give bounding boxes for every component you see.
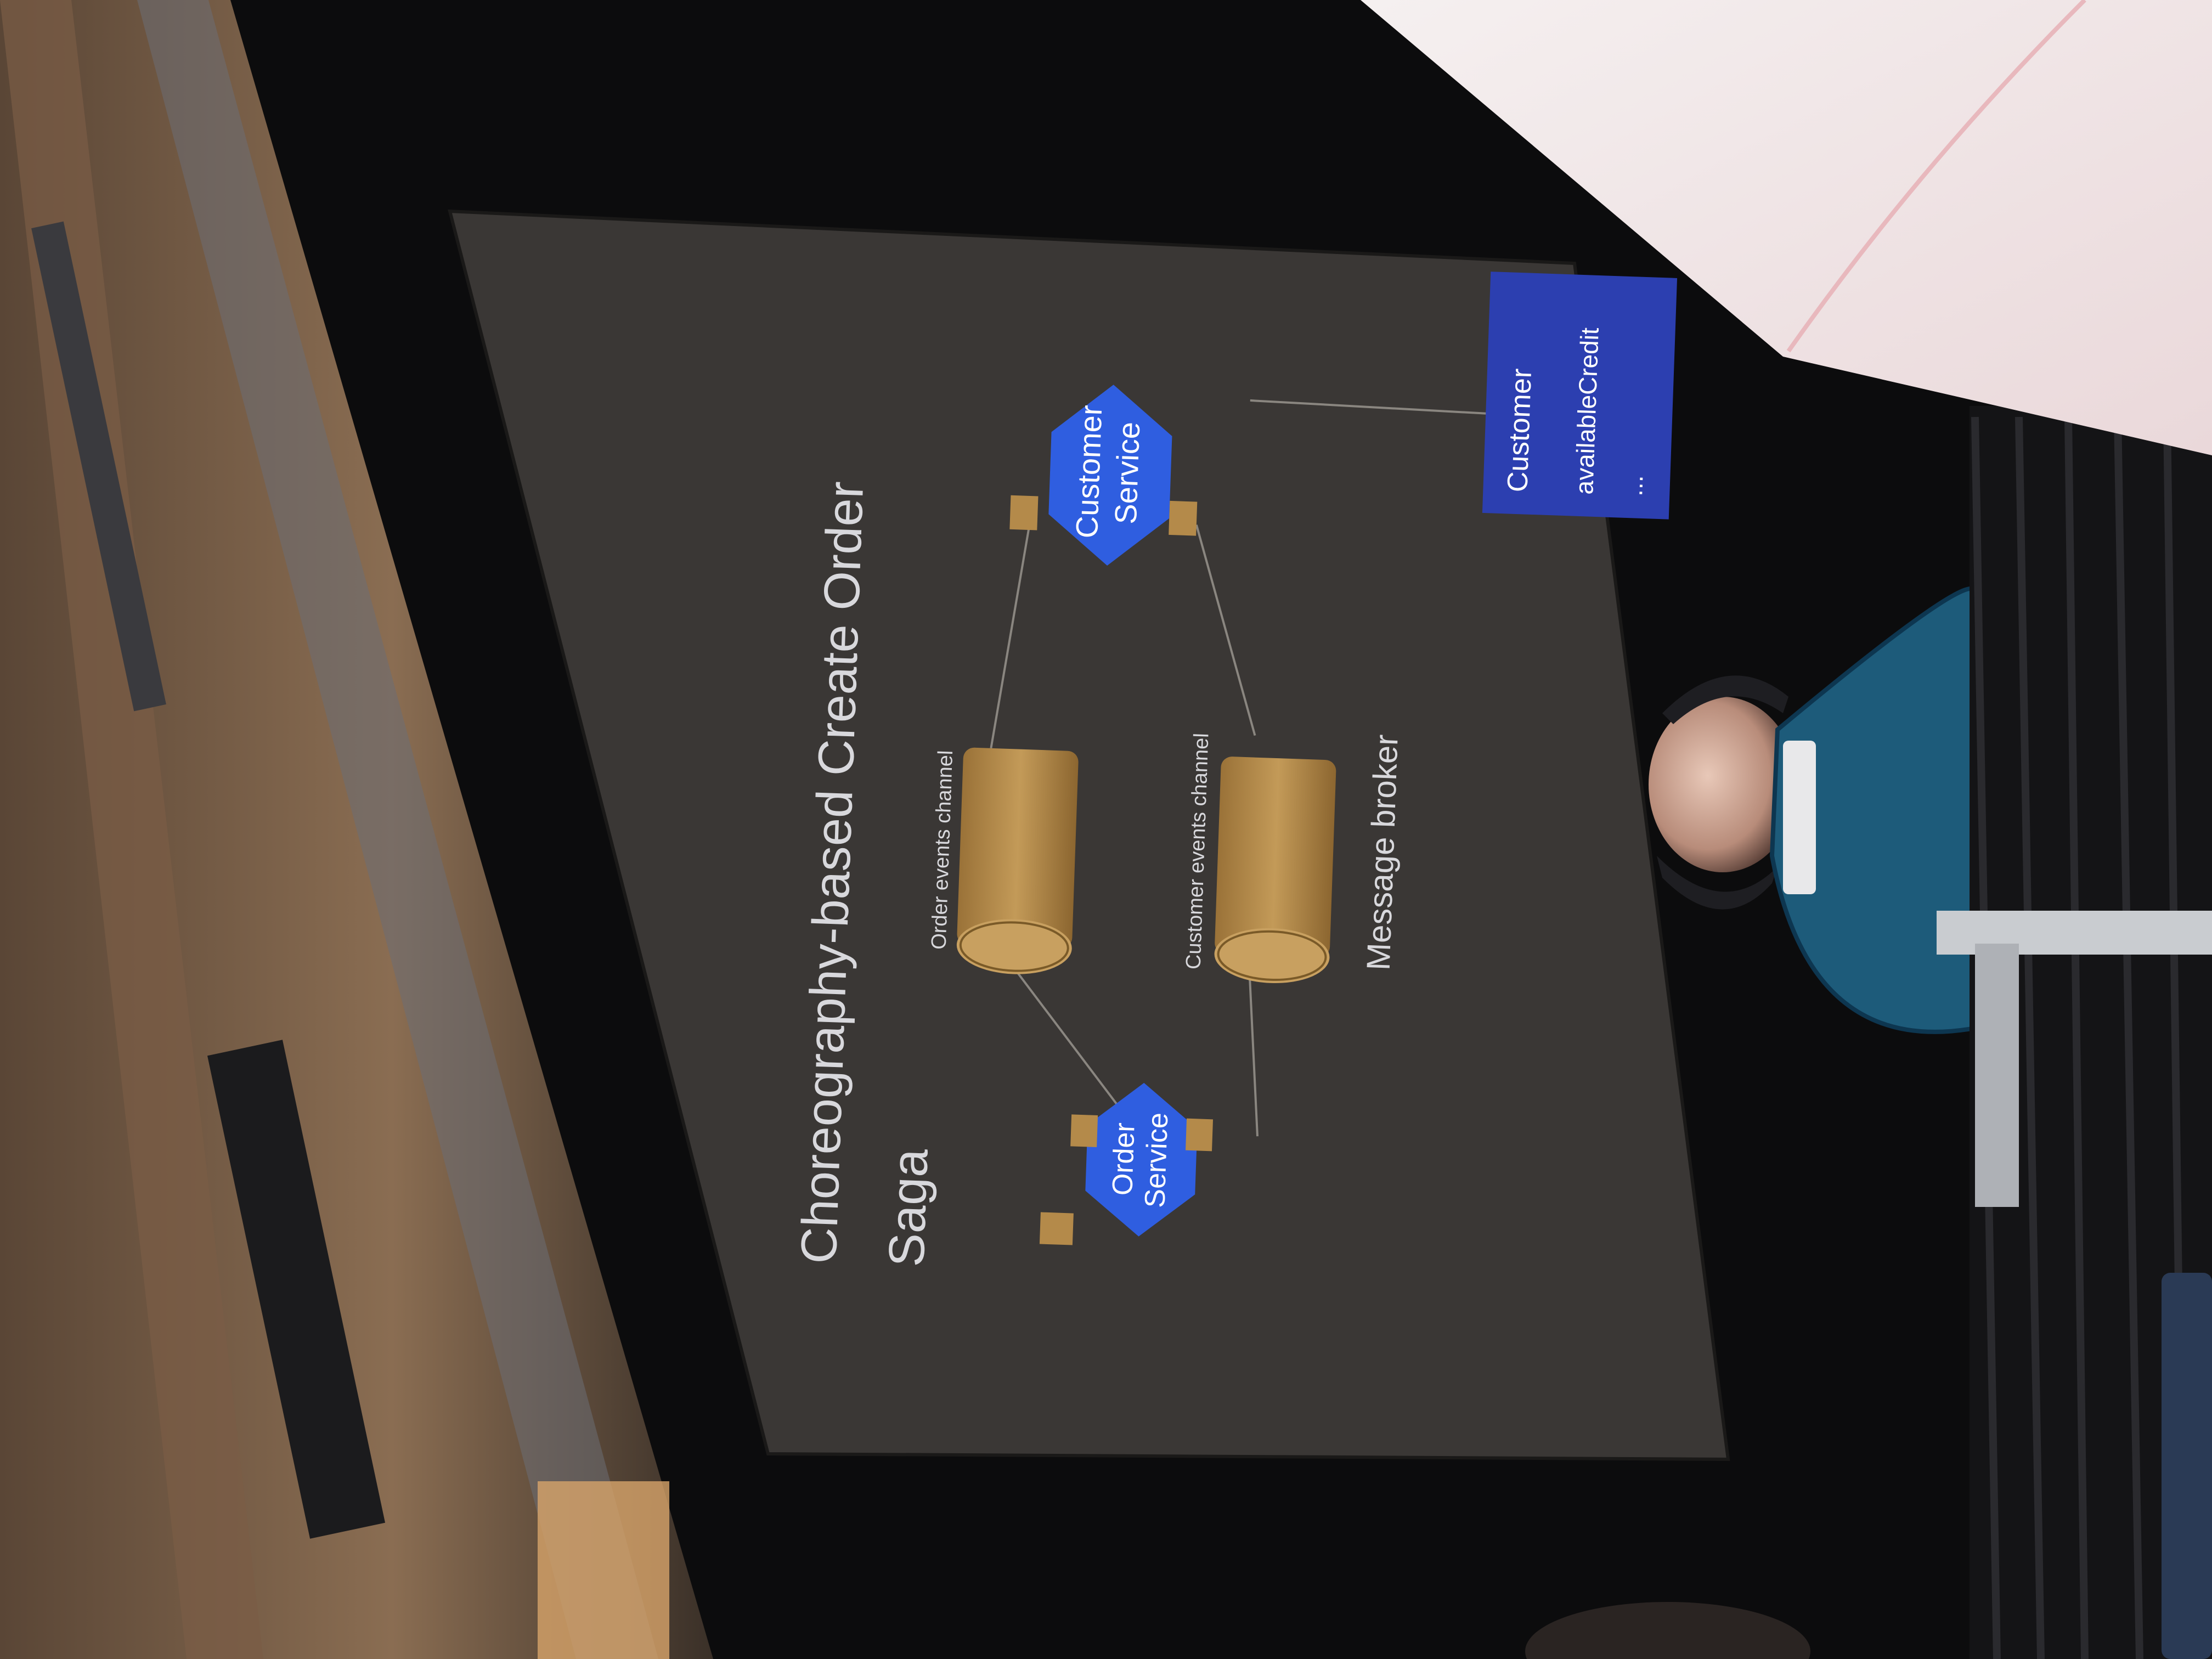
- customer-service-port: [1009, 495, 1039, 531]
- customer-entity-ellipsis: ...: [1619, 475, 1648, 496]
- customer-service-label-2: Service: [1108, 421, 1146, 525]
- stage-drape: [1937, 406, 2212, 1659]
- message-broker-label: Message broker: [1360, 734, 1405, 971]
- title-line-2: Saga: [878, 1148, 938, 1268]
- customer-service-label-1: Customer: [1069, 404, 1108, 539]
- customer-events-channel: Customer events channel: [1182, 733, 1336, 984]
- customer-service-port: [1169, 500, 1198, 536]
- order-service-port: [1186, 1118, 1214, 1152]
- order-service-port: [1070, 1114, 1098, 1147]
- slide-content: Choreography-based Create Order Saga Ord…: [791, 272, 1678, 1268]
- customer-service-node: Customer Service: [1009, 385, 1198, 566]
- presenter: [1649, 586, 1989, 1034]
- order-service-node: Order Service: [1039, 1082, 1214, 1245]
- projection-screen: [448, 209, 1730, 1462]
- order-events-channel: Order events channel: [928, 747, 1079, 974]
- order-service-label-1: Order: [1107, 1122, 1141, 1196]
- audience-head: [1525, 1602, 1810, 1659]
- customer-entity-title: Customer: [1502, 368, 1538, 493]
- customer-entity-field: availableCredit: [1570, 327, 1604, 495]
- order-service-label-2: Service: [1139, 1112, 1174, 1208]
- foreground-umbrella: [1361, 0, 2212, 455]
- customer-entity-box: Customer availableCredit ...: [1482, 272, 1678, 520]
- order-service-port: [1039, 1212, 1074, 1245]
